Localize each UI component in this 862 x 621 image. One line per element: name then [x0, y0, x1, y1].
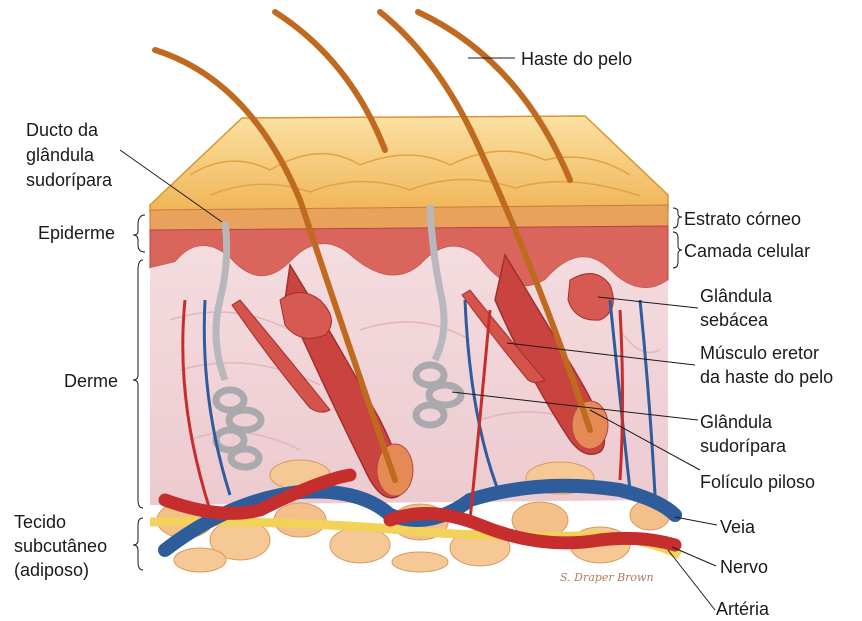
label-subcutaneous: Tecido subcutâneo (adiposo) [14, 510, 107, 582]
artist-signature: S. Draper Brown [560, 567, 654, 589]
label-subcutaneous-line-2: subcutâneo [14, 534, 107, 558]
label-sebaceous-line-1: Glândula [700, 284, 772, 308]
label-sweat-duct-line-1: Ducto da [26, 118, 112, 143]
label-sweat-duct-line-3: sudorípara [26, 168, 112, 193]
label-arrector-line-2: da haste do pelo [700, 365, 833, 389]
label-subcutaneous-line-1: Tecido [14, 510, 107, 534]
label-sweat-gland-line-2: sudorípara [700, 434, 786, 458]
label-sweat-duct-line-2: glândula [26, 143, 112, 168]
label-subcutaneous-line-3: (adiposo) [14, 558, 107, 582]
label-sweat-gland: Glândula sudorípara [700, 410, 786, 458]
label-arrector-line-1: Músculo eretor [700, 341, 833, 365]
skin-surface [150, 116, 668, 212]
label-hair-follicle: Folículo piloso [700, 471, 815, 493]
label-arrector-muscle: Músculo eretor da haste do pelo [700, 341, 833, 389]
label-epidermis: Epiderme [38, 222, 115, 244]
label-dermis: Derme [64, 370, 118, 392]
label-stratum-corneum: Estrato córneo [684, 208, 801, 230]
label-sweat-gland-line-1: Glândula [700, 410, 786, 434]
label-sebaceous-gland: Glândula sebácea [700, 284, 772, 332]
label-nerve: Nervo [720, 556, 768, 578]
label-sweat-duct: Ducto da glândula sudorípara [26, 118, 112, 193]
label-hair-shaft: Haste do pelo [521, 48, 632, 70]
label-artery: Artéria [716, 598, 769, 620]
label-sebaceous-line-2: sebácea [700, 308, 772, 332]
label-cell-layer: Camada celular [684, 240, 810, 262]
label-vein: Veia [720, 516, 755, 538]
